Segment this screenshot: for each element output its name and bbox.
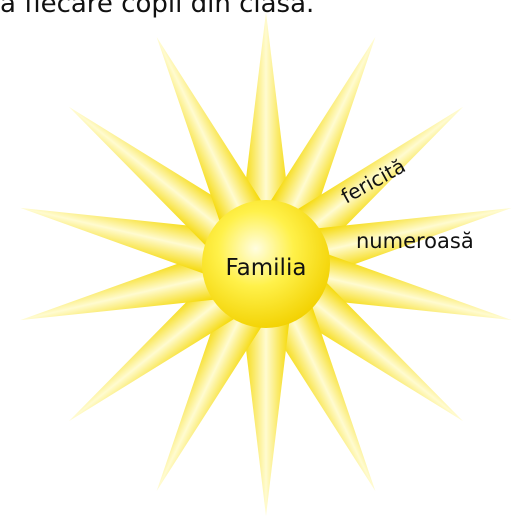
ray-label-numeroasa: numeroasă: [356, 229, 474, 253]
sun-ray: [311, 252, 512, 321]
sun-ray: [156, 36, 266, 228]
sun-ray: [20, 207, 221, 276]
sun-ray: [156, 300, 266, 492]
sun-ray: [20, 252, 221, 321]
sun-ray: [242, 316, 290, 516]
sun-core: [202, 200, 330, 328]
sun-ray: [266, 36, 376, 228]
ray-label-fericita: fericită: [337, 154, 410, 209]
sun-ray: [266, 300, 376, 492]
sun-ray: [68, 106, 241, 251]
header-text: ă fiecare copil din clasă.: [0, 0, 315, 19]
sun-ray: [242, 12, 290, 212]
sun-ray: [291, 106, 464, 251]
sun-ray: [68, 277, 241, 422]
center-label: Familia: [226, 255, 307, 281]
sun-rays: [20, 12, 512, 516]
sun-ray: [311, 207, 512, 276]
sun-ray: [291, 277, 464, 422]
